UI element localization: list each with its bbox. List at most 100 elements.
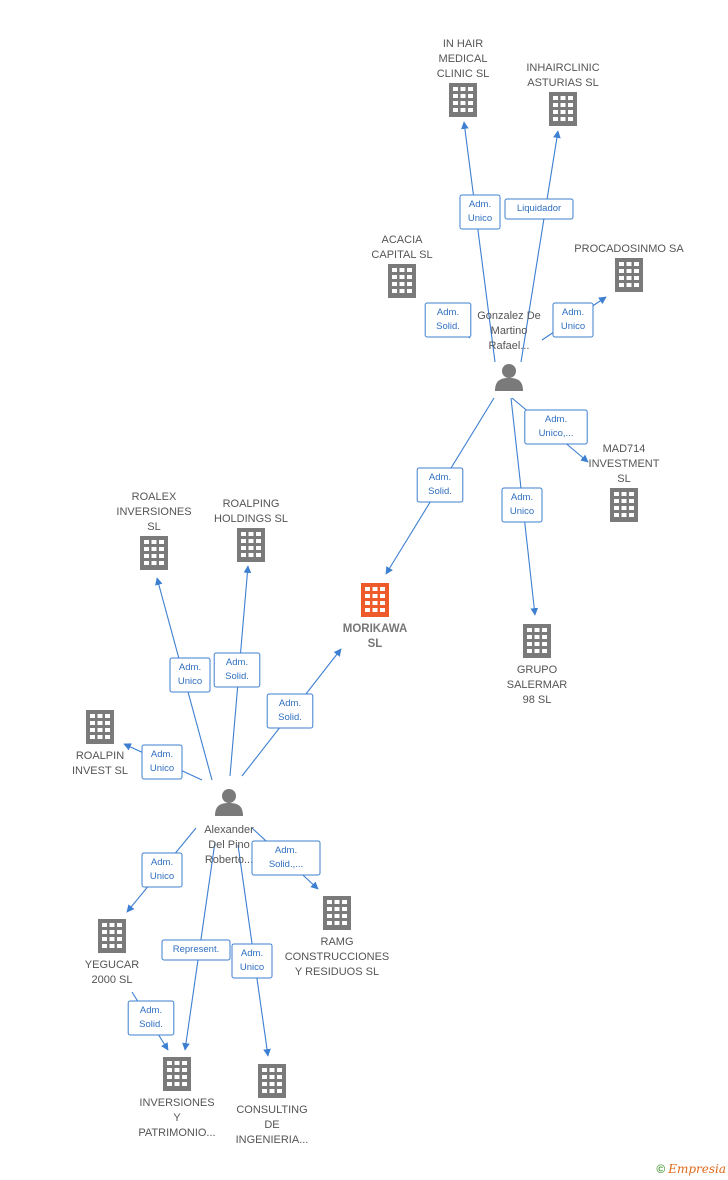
- badge-box: [127, 1000, 175, 1036]
- badge-alexander-to-roalpin[interactable]: Adm. Unico: [141, 744, 183, 780]
- badge-label: Solid.: [139, 1019, 163, 1030]
- building-icon: [140, 536, 168, 570]
- badge-box: [416, 467, 464, 503]
- badge-label: Adm.: [437, 307, 459, 318]
- badge-label: Adm.: [275, 845, 297, 856]
- badge-alexander-to-morikawa[interactable]: Adm.Solid.: [266, 693, 314, 729]
- edge-gonzalez-to-inhair: [461, 121, 496, 363]
- person-icon: [495, 364, 523, 391]
- badge-label: Adm.: [562, 307, 584, 318]
- badge-label: Liquidador: [517, 203, 561, 214]
- badge-gonzalez-to-procadosinmo[interactable]: Adm.Unico: [552, 302, 594, 338]
- node-label: ROALEX: [132, 491, 177, 503]
- badge-gonzalez-to-inhair[interactable]: Adm.Unico: [459, 194, 501, 230]
- node-inversiones[interactable]: INVERSIONESYPATRIMONIO...: [138, 1057, 216, 1139]
- badge-gonzalez-to-inhairclinic[interactable]: Liquidador: [504, 198, 574, 220]
- node-label: 2000 SL: [92, 974, 133, 986]
- badge-box: [251, 840, 321, 876]
- node-label: INVESTMENT: [589, 458, 660, 470]
- node-label: DE: [264, 1119, 279, 1131]
- building-icon: [610, 488, 638, 522]
- badge-label: Adm.: [151, 857, 173, 868]
- badge-gonzalez-to-morikawa[interactable]: Adm.Solid.: [416, 467, 464, 503]
- node-label: CONSTRUCCIONES: [285, 951, 390, 963]
- badge-alexander-to-roalping[interactable]: Adm. Solid.: [213, 652, 261, 688]
- node-consulting[interactable]: CONSULTINGDEINGENIERIA...: [236, 1064, 309, 1146]
- node-label: CLINIC SL: [437, 68, 490, 80]
- building-icon: [388, 264, 416, 298]
- person-icon: [215, 789, 243, 816]
- brand-logo: Empresia: [668, 1162, 726, 1176]
- node-label: INVERSIONES: [116, 506, 191, 518]
- badge-alexander-to-ramg[interactable]: Adm. Solid.,...: [251, 840, 321, 876]
- badge-label: Adm.: [545, 414, 567, 425]
- badge-label: Solid.: [436, 321, 460, 332]
- badge-yegucar-to-inversiones[interactable]: Adm.Solid.: [127, 1000, 175, 1036]
- badges-layer: Adm.UnicoLiquidadorAdm.Solid.Adm.UnicoAd…: [127, 194, 594, 1036]
- badge-label: Solid.: [225, 671, 249, 682]
- badge-label: Unico: [468, 213, 492, 224]
- badge-box: [424, 302, 472, 338]
- footer-brand[interactable]: ©Empresia: [656, 1162, 726, 1176]
- node-label: INVERSIONES: [139, 1097, 214, 1109]
- badge-alexander-to-roalex[interactable]: Adm.Unico: [169, 657, 211, 693]
- node-yegucar[interactable]: YEGUCAR 2000 SL: [85, 919, 139, 986]
- node-label: Del Pino: [208, 839, 250, 851]
- building-icon: [98, 919, 126, 953]
- node-label: SL: [617, 473, 630, 485]
- badge-gonzalez-to-acacia[interactable]: Adm. Solid.: [424, 302, 472, 338]
- building-icon: [86, 710, 114, 744]
- badge-label: Adm.: [226, 657, 248, 668]
- badge-box: [504, 198, 574, 220]
- node-label: Martino: [491, 325, 528, 337]
- node-label: MEDICAL: [439, 53, 488, 65]
- building-icon: [615, 258, 643, 292]
- node-label: GRUPO: [517, 664, 558, 676]
- node-label: CAPITAL SL: [371, 249, 432, 261]
- node-label: SALERMAR: [507, 679, 568, 691]
- badge-box: [161, 939, 231, 961]
- building-icon: [549, 92, 577, 126]
- badge-label: Represent.: [173, 944, 219, 955]
- badge-alexander-to-yegucar[interactable]: Adm.Unico: [141, 852, 183, 888]
- node-label: Gonzalez De: [477, 310, 541, 322]
- badge-box: [141, 744, 183, 780]
- node-procadosinmo[interactable]: PROCADOSINMO SA: [574, 243, 684, 292]
- node-label: INVEST SL: [72, 765, 128, 777]
- node-label: MAD714: [603, 443, 646, 455]
- badge-alexander-to-consulting[interactable]: Adm.Unico: [231, 943, 273, 979]
- node-label: YEGUCAR: [85, 959, 139, 971]
- node-label: ROALPIN: [76, 750, 124, 762]
- node-label: 98 SL: [523, 694, 552, 706]
- badge-label: Solid.: [278, 712, 302, 723]
- badge-label: Adm.: [151, 749, 173, 760]
- badge-gonzalez-to-grupo[interactable]: Adm.Unico: [501, 487, 543, 523]
- node-label: INGENIERIA...: [236, 1134, 309, 1146]
- node-label: Rafael...: [489, 340, 530, 352]
- badge-label: Solid.: [428, 486, 452, 497]
- building-icon: [449, 83, 477, 117]
- badge-label: Unico: [240, 962, 264, 973]
- badge-gonzalez-to-mad714[interactable]: Adm.Unico,...: [524, 409, 588, 445]
- node-gonzalez[interactable]: Gonzalez De MartinoRafael...: [477, 310, 541, 391]
- node-label: ROALPING: [223, 498, 280, 510]
- badge-label: Solid.,...: [269, 859, 303, 870]
- node-label: Y RESIDUOS SL: [295, 966, 379, 978]
- badge-label: Unico: [510, 506, 534, 517]
- node-roalpin[interactable]: ROALPIN INVEST SL: [72, 710, 128, 777]
- badge-box: [266, 693, 314, 729]
- node-grupo[interactable]: GRUPO SALERMAR 98 SL: [507, 624, 568, 706]
- badge-label: Unico: [150, 763, 174, 774]
- badge-alexander-to-inversiones[interactable]: Represent.: [161, 939, 231, 961]
